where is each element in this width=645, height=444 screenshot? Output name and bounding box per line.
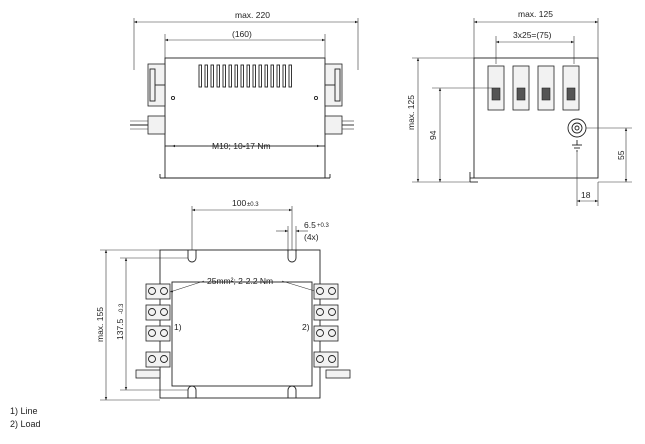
mounting-slots (187, 250, 297, 398)
front-view: max. 220 (160) (130, 10, 359, 179)
dim-body-height: 94 (428, 130, 438, 140)
marker-line: 1) (174, 322, 182, 332)
filter-body-side (473, 57, 599, 179)
dim-mount-length: 137.5 (115, 318, 125, 340)
terminal-spec-label: 25mm²; 2-2.2 Nm (207, 276, 273, 286)
dim-slot-width-tol: +0.3 (317, 223, 330, 229)
dim-mount-length-tol: -0.3 (119, 303, 125, 314)
dim-slot-count: (4x) (304, 232, 319, 242)
dim-front-mount-width: (160) (232, 29, 252, 39)
screw-icon (313, 95, 319, 101)
dim-stud-offset: 18 (581, 190, 591, 200)
filter-body-front (164, 57, 326, 147)
screw-icon (170, 95, 176, 101)
side-view: max. 125 3x25=(75) (406, 9, 632, 206)
ground-stud (567, 118, 632, 152)
legend-load: 2) Load (10, 419, 41, 429)
terminal-block-left (130, 63, 166, 135)
top-view: 100 ±0.3 6.5 +0.3 (4x) 25mm²; 2-2.2 Nm 1… (95, 198, 351, 401)
dim-front-width: max. 220 (235, 10, 270, 20)
terminals-left (135, 283, 171, 379)
filter-body-top (171, 281, 313, 387)
dim-stud-height: 55 (616, 150, 626, 160)
front-torque-label: M10; 10-17 Nm (212, 141, 271, 151)
dim-top-length: max. 155 (95, 307, 105, 342)
legend-line: 1) Line (10, 406, 38, 416)
dim-hole-spacing-tol: ±0.3 (247, 202, 259, 208)
dim-side-height: max. 125 (406, 95, 416, 130)
mounting-plate (159, 249, 321, 399)
dim-hole-spacing: 100 (232, 198, 246, 208)
dim-side-width: max. 125 (518, 9, 553, 19)
marker-load: 2) (302, 322, 310, 332)
terminal-block-right (324, 63, 354, 135)
dim-slot-width: 6.5 (304, 220, 316, 230)
dim-terminal-spacing: 3x25=(75) (513, 30, 552, 40)
terminals-right (313, 283, 351, 379)
terminal-row-side (487, 65, 580, 111)
ventilation-slots (198, 64, 292, 88)
